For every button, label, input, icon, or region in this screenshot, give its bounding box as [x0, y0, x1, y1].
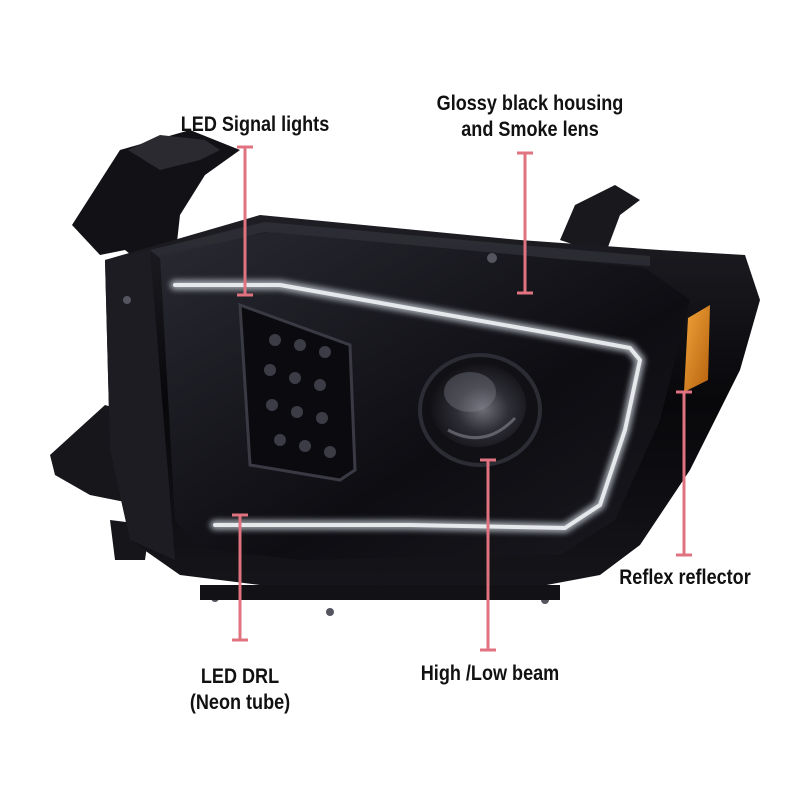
- label-led-signal-lights: LED Signal lights: [156, 112, 354, 138]
- mounting-bracket-right: [560, 185, 640, 255]
- label-drl-line2: (Neon tube): [189, 691, 291, 714]
- label-led-signal-lights-text: LED Signal lights: [180, 113, 330, 136]
- label-beam-text: High /Low beam: [420, 662, 560, 685]
- led-signal-array: [264, 334, 336, 458]
- label-reflex-reflector: Reflex reflector: [608, 565, 763, 591]
- label-high-low-beam: High /Low beam: [395, 661, 584, 687]
- amber-reflex-reflector: [684, 305, 710, 392]
- housing-side-panel: [105, 250, 175, 560]
- label-reflector-text: Reflex reflector: [619, 566, 751, 589]
- label-housing-line1: Glossy black housing: [436, 92, 624, 115]
- callout-leader-lines: [232, 145, 692, 652]
- housing-bottom-tabs: [200, 585, 560, 600]
- label-led-drl: LED DRL (Neon tube): [145, 664, 334, 716]
- projector-lens: [418, 353, 542, 467]
- label-housing-line2: and Smoke lens: [461, 118, 599, 141]
- label-glossy-black-housing: Glossy black housing and Smoke lens: [418, 91, 642, 143]
- mounting-bracket-left: [72, 130, 240, 270]
- label-drl-line1: LED DRL: [200, 665, 280, 688]
